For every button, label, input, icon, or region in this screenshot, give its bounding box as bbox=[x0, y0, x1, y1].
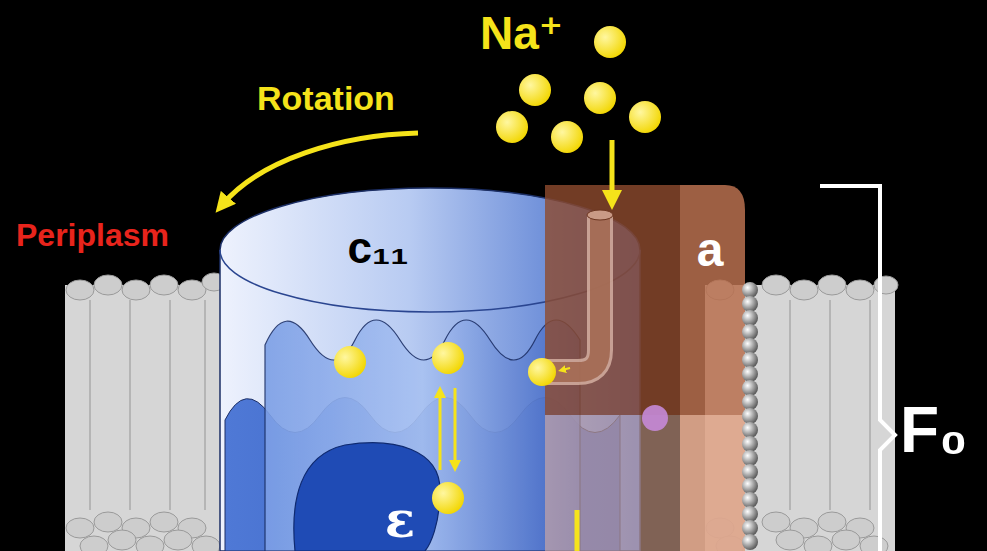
membrane-core bbox=[65, 285, 225, 551]
a-subunit bbox=[545, 185, 745, 551]
ion-channel bbox=[545, 215, 600, 372]
illustration-part bbox=[776, 530, 804, 550]
illustration-part bbox=[122, 280, 150, 300]
illustration-part bbox=[742, 464, 758, 480]
c-ring-upper-teeth bbox=[265, 320, 580, 551]
illustration-part bbox=[584, 82, 616, 114]
illustration-part bbox=[762, 512, 790, 532]
illustration-part bbox=[334, 346, 366, 378]
illustration-part bbox=[742, 338, 758, 354]
illustration-part bbox=[108, 530, 136, 550]
ion-shuttle-arrow bbox=[439, 392, 442, 470]
illustration-part bbox=[818, 512, 846, 532]
illustration-part bbox=[94, 275, 122, 295]
illustration-part bbox=[742, 296, 758, 312]
illustration-part bbox=[742, 534, 758, 550]
illustration-part bbox=[789, 300, 791, 510]
illustration-part bbox=[742, 478, 758, 494]
subunit-label: ε bbox=[381, 490, 419, 549]
illustration-part bbox=[66, 280, 94, 300]
illustration-part bbox=[551, 121, 583, 153]
illustration-part bbox=[519, 74, 551, 106]
illustration-part bbox=[150, 275, 178, 295]
illustration-part bbox=[164, 530, 192, 550]
illustration-part bbox=[169, 300, 171, 510]
rotation-arrow bbox=[222, 133, 418, 205]
illustration-part bbox=[818, 275, 846, 295]
illustration-part bbox=[742, 408, 758, 424]
illustration-part bbox=[742, 394, 758, 410]
ion-shuttle-arrow bbox=[454, 388, 457, 466]
illustration-part bbox=[742, 352, 758, 368]
illustration-part bbox=[846, 280, 874, 300]
ion-transfer-arrow bbox=[562, 368, 570, 370]
illustration-part bbox=[742, 366, 758, 382]
illustration-part bbox=[860, 536, 888, 551]
a-subunit-front bbox=[545, 185, 680, 415]
illustration-part bbox=[432, 342, 464, 374]
illustration-part bbox=[742, 506, 758, 522]
a-subunit-node: a bbox=[545, 185, 745, 551]
illustration-part bbox=[762, 275, 790, 295]
subunit-label: a bbox=[693, 222, 728, 279]
illustration-part bbox=[832, 530, 860, 550]
ion-entry-arrow bbox=[610, 140, 615, 200]
a-subunit-side bbox=[680, 185, 745, 551]
illustration-part bbox=[804, 536, 832, 551]
complex-label: F₀ bbox=[896, 393, 972, 467]
illustration-part bbox=[742, 380, 758, 396]
a-subunit-lower bbox=[680, 415, 745, 551]
illustration-part bbox=[742, 520, 758, 536]
illustration-part bbox=[432, 482, 464, 514]
illustration-part bbox=[594, 26, 626, 58]
illustration-part bbox=[129, 300, 131, 510]
illustration-part bbox=[150, 512, 178, 532]
illustration-part bbox=[742, 324, 758, 340]
illustration-part bbox=[66, 518, 94, 538]
illustration-part bbox=[742, 450, 758, 466]
c-ring-node: c₁₁ ε bbox=[220, 185, 640, 551]
compartment-label: Periplasm bbox=[12, 216, 173, 255]
illustration-part bbox=[192, 536, 220, 551]
arginine-site bbox=[642, 405, 668, 431]
illustration-part bbox=[790, 280, 818, 300]
stator-chain bbox=[742, 282, 758, 550]
illustration-part bbox=[829, 300, 831, 510]
epsilon-subunit bbox=[294, 443, 440, 551]
illustration-part bbox=[742, 422, 758, 438]
illustration-part bbox=[89, 300, 91, 510]
motion-label: Rotation bbox=[253, 78, 399, 119]
illustration-part bbox=[742, 310, 758, 326]
channel-mouth bbox=[587, 210, 613, 220]
illustration-part bbox=[629, 101, 661, 133]
f0-bracket bbox=[820, 186, 895, 551]
ion-label: Na⁺ bbox=[476, 6, 567, 61]
illustration-part bbox=[874, 276, 898, 294]
illustration-part bbox=[869, 300, 871, 510]
illustration-part bbox=[528, 358, 556, 386]
ion-channel-inner bbox=[545, 215, 600, 372]
illustration-part bbox=[742, 492, 758, 508]
a-subunit-lower bbox=[545, 415, 680, 551]
illustration-part bbox=[496, 111, 528, 143]
epsilon-node: ε bbox=[295, 440, 440, 551]
illustration-part bbox=[80, 536, 108, 551]
illustration-part bbox=[742, 436, 758, 452]
illustration-part bbox=[94, 512, 122, 532]
illustration-part bbox=[204, 300, 206, 510]
ion-exit-line bbox=[575, 510, 580, 551]
subunit-label: c₁₁ bbox=[344, 222, 413, 274]
illustration-part bbox=[742, 282, 758, 298]
illustration-part bbox=[136, 536, 164, 551]
